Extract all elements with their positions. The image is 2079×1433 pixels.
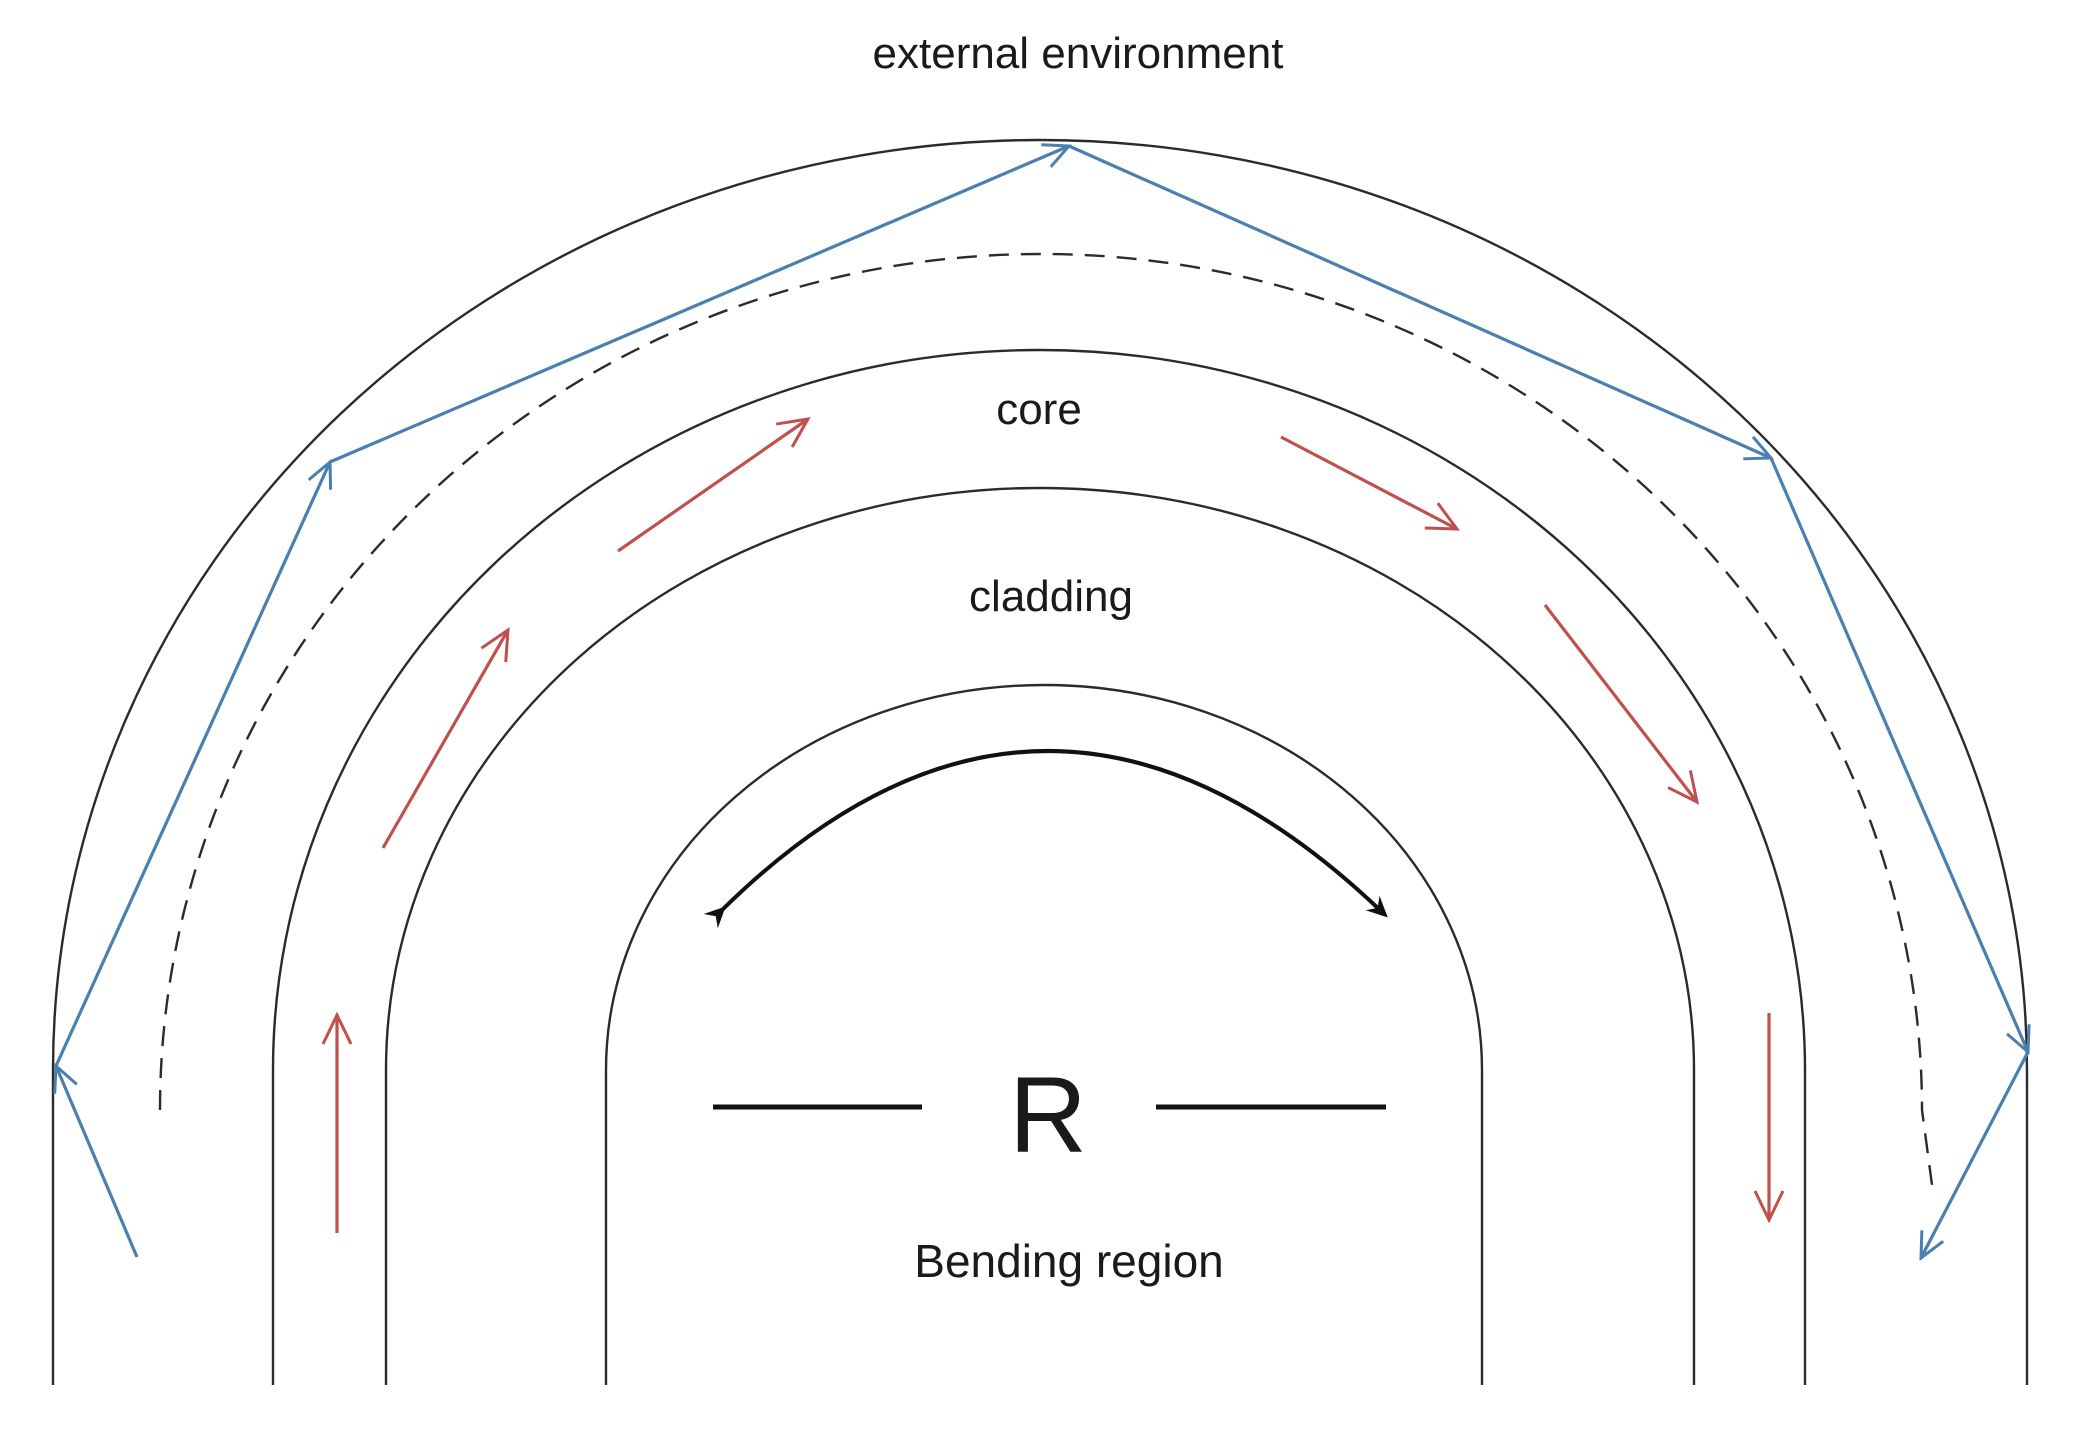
- blue-ray-segment: [1769, 457, 2028, 1052]
- red-ray-arrow: [381, 630, 508, 849]
- red-ray-arrow: [1280, 435, 1457, 529]
- inner-boundary: [604, 683, 1484, 1385]
- blue-ray-segment: [329, 146, 1069, 464]
- red-ray-arrow: [617, 419, 808, 553]
- cladding-ray: [56, 146, 2028, 1258]
- blue-ray-segment: [1921, 1051, 2030, 1258]
- bend-double-arrow: [703, 749, 1388, 929]
- bending-region-label: Bending region: [914, 1235, 1223, 1287]
- dashed-boundary: [158, 252, 1934, 1186]
- fiber-outlines: [51, 138, 2029, 1385]
- outer-boundary: [51, 138, 2029, 1385]
- core-label: core: [996, 385, 1082, 434]
- blue-ray-segment: [56, 1066, 139, 1258]
- blue-ray-segment: [1068, 144, 1771, 458]
- radius-label: R: [1009, 1054, 1087, 1175]
- core-outer-boundary: [271, 348, 1807, 1385]
- blue-ray-segment: [54, 462, 330, 1067]
- cladding-label: cladding: [969, 572, 1133, 621]
- red-ray-arrow: [1543, 604, 1697, 802]
- core-inner-boundary: [384, 486, 1696, 1385]
- core-rays: [337, 419, 1769, 1233]
- external-environment-label: external environment: [873, 29, 1284, 78]
